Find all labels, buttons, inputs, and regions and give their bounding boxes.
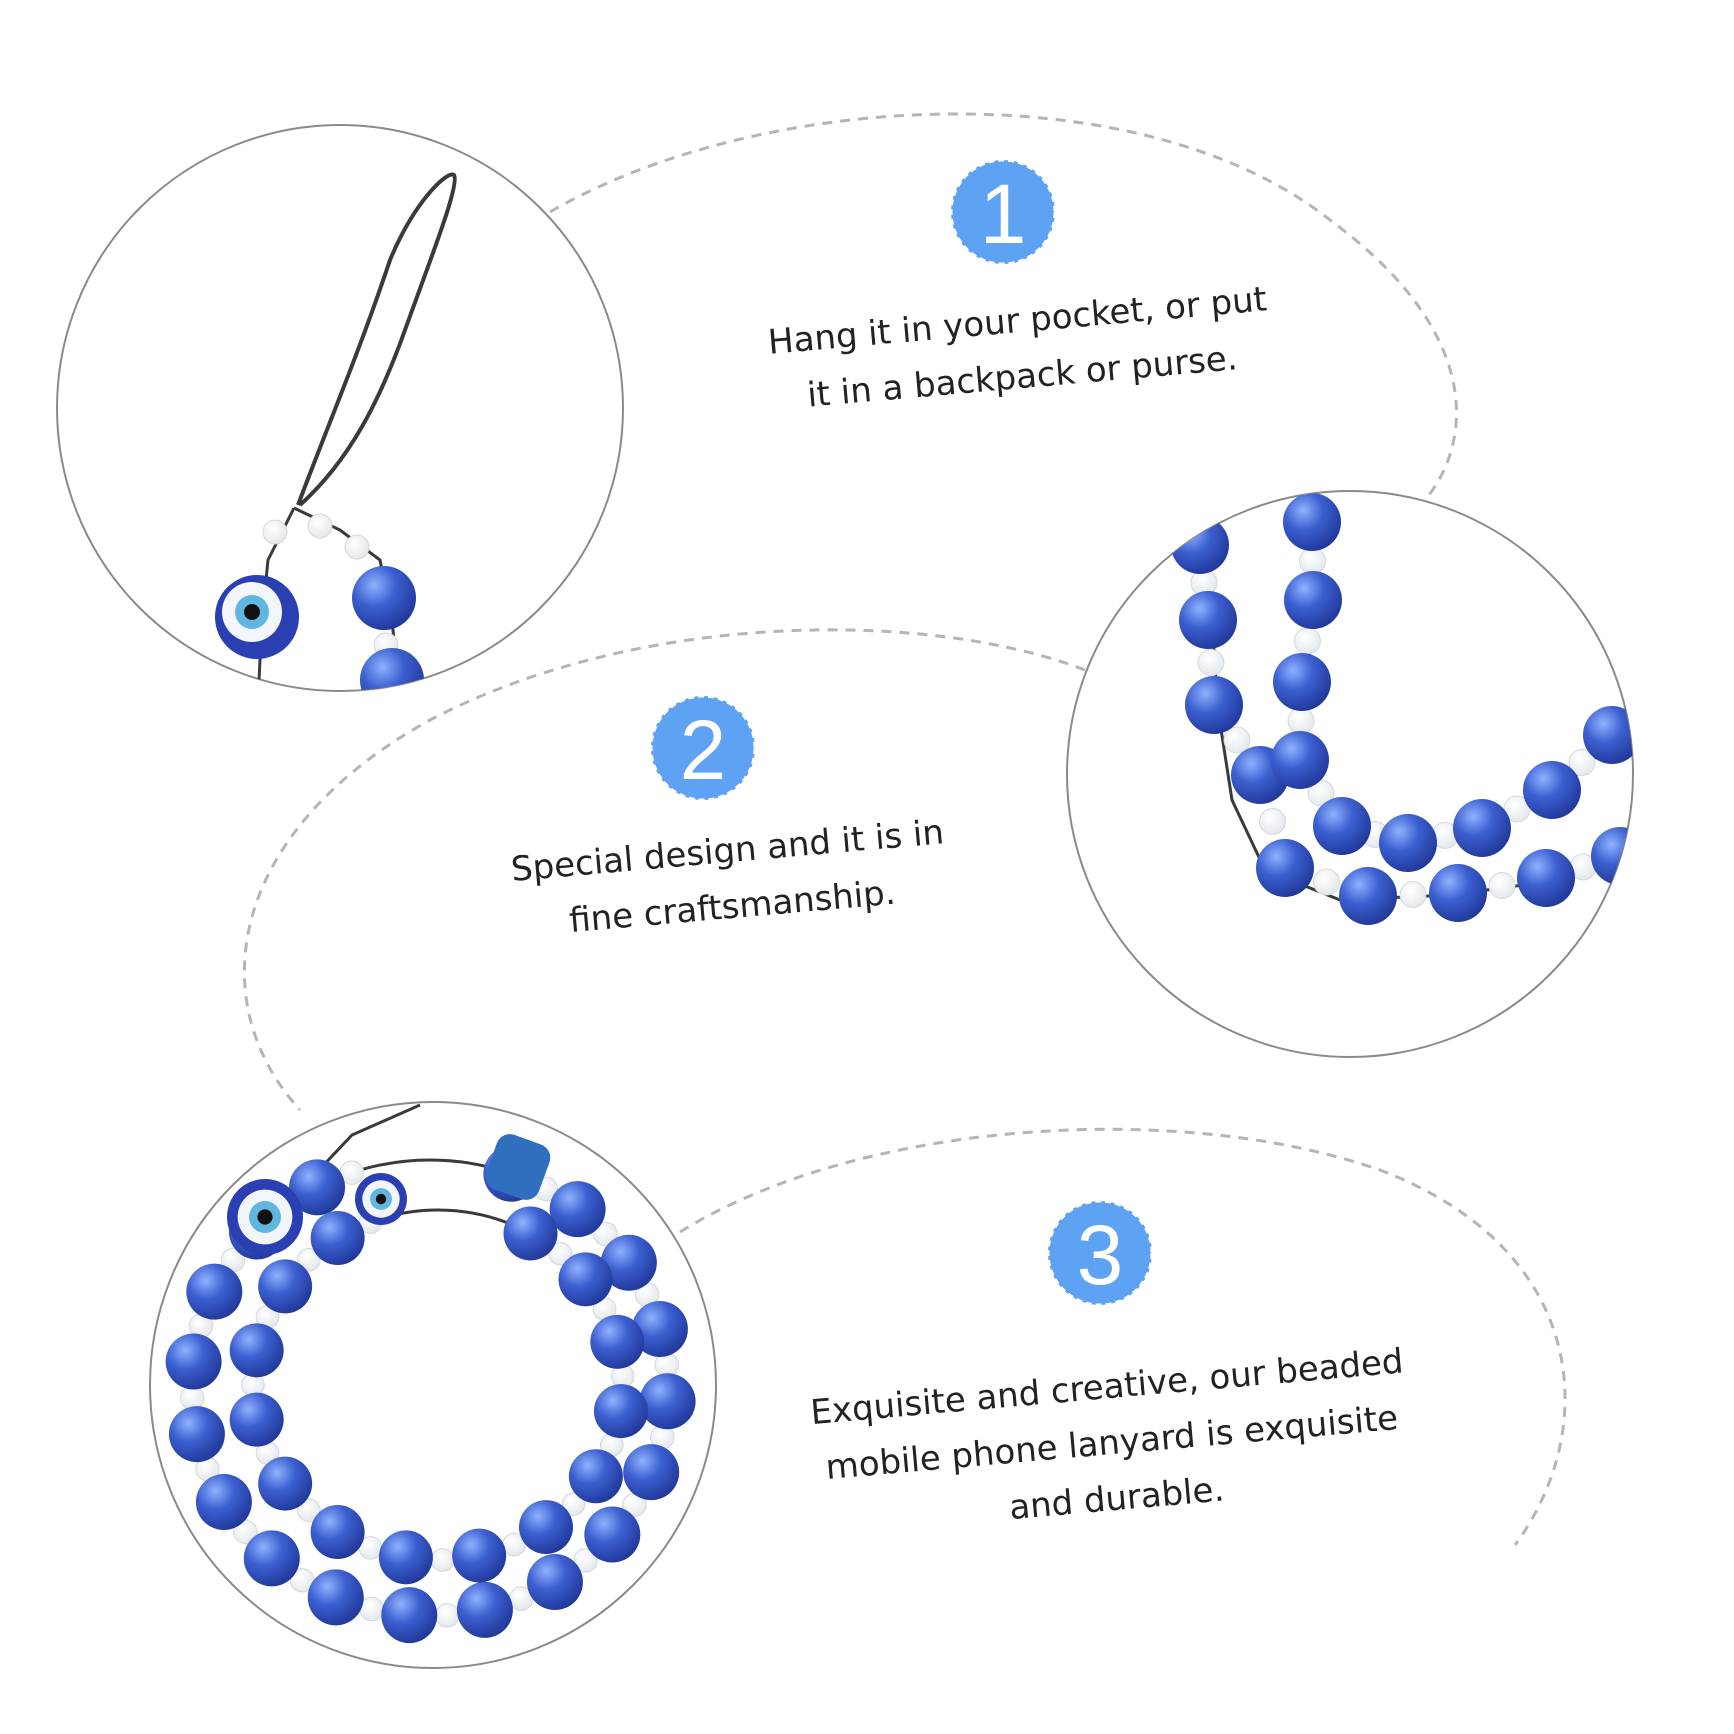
crystal-bead-icon [631, 1300, 688, 1357]
clear-spacer-bead-icon [1313, 868, 1340, 896]
badge-number-1: 1 [980, 167, 1027, 261]
number-badge-1 [949, 158, 1057, 266]
badge-number-3: 3 [1077, 1208, 1124, 1302]
clear-spacer-bead-icon [435, 1603, 460, 1628]
barrel-bead-icon [485, 1134, 551, 1200]
dashed-curve-2 [242, 628, 1086, 1112]
clear-spacer-bead-icon [573, 1548, 598, 1573]
feature-3: 3 Exquisite and creative, our beaded mob… [809, 1199, 1405, 1528]
feature-2: 2 Special design and it is in fine craft… [509, 694, 946, 941]
dashed-curve-1 [549, 112, 1458, 501]
evil-eye-bead-icon [215, 575, 299, 659]
crystal-bead-icon [229, 1323, 284, 1378]
crystal-bead-icon [558, 1252, 613, 1307]
clear-spacer-bead-icon [1503, 795, 1531, 823]
crystal-bead-icon [378, 1530, 433, 1585]
crystal-bead-icon [310, 1505, 365, 1560]
crystal-bead-icon [243, 1530, 300, 1587]
evil-eye-bead-icon [227, 1179, 303, 1255]
clear-spacer-bead-icon [1287, 707, 1315, 735]
crystal-bead-icon [1591, 827, 1633, 885]
crystal-bead-icon [307, 1569, 364, 1626]
clear-spacer-bead-icon [1259, 808, 1286, 835]
crystal-bead-icon [456, 1581, 513, 1638]
clear-spacer-bead-icon [359, 1596, 385, 1622]
crystal-bead-icon [1185, 676, 1243, 734]
cord-loop-icon [296, 172, 457, 507]
crystal-bead-icon [1339, 867, 1397, 925]
crystal-bead-icon [452, 1528, 507, 1583]
crystal-bead-icon [1583, 706, 1633, 764]
photo-circle-3 [149, 1101, 717, 1669]
crystal-bead-icon [584, 1506, 641, 1563]
crystal-bead-icon [195, 1474, 252, 1530]
crystal-bead-icon [1313, 797, 1371, 855]
crystal-bead-icon [229, 1392, 284, 1447]
crystal-bead-icon [1256, 839, 1314, 897]
crystal-bead-icon [186, 1263, 243, 1320]
number-badge-2 [649, 694, 757, 802]
crystal-bead-icon [590, 1314, 645, 1369]
clear-spacer-bead-icon [1223, 726, 1251, 754]
clear-spacer-bead-icon [179, 1385, 205, 1411]
crystal-bead-icon [168, 1406, 225, 1463]
crystal-bead-icon [600, 1234, 657, 1291]
clear-spacer-bead-icon [296, 1498, 321, 1523]
crystal-bead-icon [165, 1333, 222, 1390]
crystal-bead-icon [1379, 814, 1437, 872]
crystal-bead-icon [518, 1500, 573, 1555]
clear-spacer-bead-icon [593, 1221, 618, 1247]
crystal-bead-icon [1284, 571, 1342, 629]
feature-2-line-2: fine craftsmanship. [568, 873, 897, 941]
crystal-bead-icon [1271, 731, 1329, 789]
crystal-bead-icon [503, 1206, 558, 1261]
evil-eye-bead-icon [355, 1173, 407, 1225]
clear-spacer-bead-icon [1488, 872, 1516, 899]
clear-spacer-bead-icon [1197, 649, 1225, 676]
crystal-bead-icon [1171, 516, 1229, 574]
clear-spacer-bead-icon [1294, 627, 1321, 655]
clear-spacer-bead-icon [1299, 547, 1326, 575]
clear-spacer-bead-icon [1568, 749, 1596, 776]
dashed-connectors [242, 112, 1567, 1546]
badge-number-2: 2 [680, 703, 727, 797]
crystal-bead-icon [258, 1259, 313, 1314]
crystal-bead-icon [1453, 799, 1511, 857]
clear-spacer-bead-icon [561, 1492, 586, 1516]
crystal-bead-icon [593, 1384, 648, 1439]
crystal-bead-icon [526, 1554, 583, 1611]
crystal-bead-icon [1273, 653, 1331, 711]
crystal-bead-icon [310, 1210, 365, 1265]
clear-spacer-bead-icon [548, 1241, 573, 1266]
clear-spacer-bead-icon [296, 1247, 321, 1272]
feature-3-line-3: and durable. [1008, 1469, 1226, 1528]
crystal-bead-icon [258, 1456, 313, 1511]
crystal-bead-icon [549, 1181, 606, 1238]
photo-circle-2 [1066, 490, 1634, 1058]
crystal-bead-icon [639, 1373, 696, 1430]
crystal-bead-icon [1283, 493, 1341, 551]
number-badge-3 [1046, 1199, 1154, 1307]
dashed-curve-3 [679, 1127, 1567, 1546]
crystal-bead-icon [289, 1159, 346, 1216]
clear-spacer-bead-icon [1399, 881, 1427, 908]
crystal-bead-icon [568, 1449, 623, 1504]
crystal-bead-icon [1517, 849, 1575, 907]
crystal-bead-icon [1429, 864, 1487, 922]
feature-1: 1 Hang it in your pocket, or put it in a… [766, 158, 1268, 416]
crystal-bead-icon [623, 1444, 680, 1501]
clear-spacer-bead-icon [233, 1519, 258, 1545]
crystal-bead-icon [1179, 591, 1237, 649]
crystal-bead-icon [1523, 761, 1581, 819]
photo-circle-1 [56, 124, 624, 692]
crystal-bead-icon [381, 1587, 438, 1644]
clear-spacer-bead-icon [430, 1548, 455, 1572]
